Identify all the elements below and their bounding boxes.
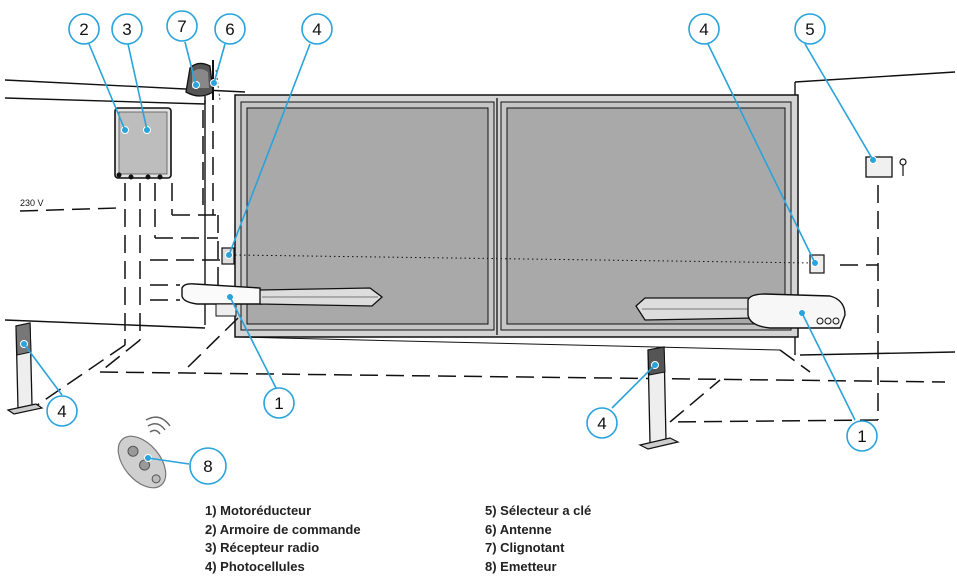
- svg-text:2: 2: [79, 20, 88, 39]
- svg-text:6: 6: [225, 20, 234, 39]
- svg-text:5: 5: [805, 20, 814, 39]
- key-selector: [865, 156, 907, 178]
- callout-7: 7: [166, 10, 198, 42]
- callout-2: 2: [68, 13, 100, 45]
- voltage-label: 230 V: [20, 198, 44, 208]
- radio-signal-icon: [145, 416, 171, 435]
- svg-text:8: 8: [203, 457, 212, 476]
- svg-text:4: 4: [57, 402, 66, 421]
- svg-text:3: 3: [122, 20, 131, 39]
- callout-4-top-right: 4: [688, 13, 720, 45]
- callout-4-center-post: 4: [586, 407, 618, 439]
- remote-transmitter: [117, 435, 167, 489]
- gear-motor-left: [181, 283, 384, 317]
- leader-lines: [23, 41, 874, 465]
- legend-item-5: 5) Sélecteur a clé: [485, 503, 592, 518]
- control-cabinet: [114, 107, 172, 180]
- svg-text:4: 4: [312, 20, 321, 39]
- photocell-left: [221, 247, 235, 265]
- callout-6: 6: [214, 13, 246, 45]
- callout-4-top-left: 4: [301, 13, 333, 45]
- legend-right: 5) Sélecteur a clé 6) Antenne 7) Clignot…: [485, 502, 591, 576]
- legend-item-7: 7) Clignotant: [485, 540, 565, 555]
- photocell-post-left: [6, 322, 44, 415]
- photocell-post-center: [638, 346, 680, 450]
- callout-3: 3: [111, 13, 143, 45]
- legend-item-3: 3) Récepteur radio: [205, 540, 320, 555]
- callout-5: 5: [794, 13, 826, 45]
- callout-1-right: 1: [846, 420, 878, 452]
- cable-routes: [19, 105, 946, 423]
- left-pillar: [4, 79, 246, 329]
- legend-left: 1) Motoréducteur 2) Armoire de commande …: [205, 502, 361, 576]
- legend-item-1: 1) Motoréducteur: [205, 503, 312, 518]
- gate-panel-right: [506, 107, 786, 325]
- svg-text:4: 4: [597, 414, 606, 433]
- callout-4-left-post: 4: [46, 395, 78, 427]
- svg-text:7: 7: [177, 17, 186, 36]
- svg-text:4: 4: [699, 20, 708, 39]
- callout-8: 8: [189, 447, 227, 485]
- gear-motor-right: [635, 293, 846, 329]
- callouts: 2 3 7 6 4 4 5 1: [46, 10, 878, 485]
- legend-item-6: 6) Antenne: [485, 521, 552, 537]
- svg-text:1: 1: [274, 394, 283, 413]
- legend-item-8: 8) Emetteur: [485, 558, 557, 574]
- legend-item-4: 4) Photocellules: [205, 558, 305, 574]
- svg-text:1: 1: [857, 427, 866, 446]
- legend-item-2: 2) Armoire de commande: [205, 521, 361, 537]
- flashing-light: [185, 62, 214, 97]
- callout-1-left: 1: [263, 387, 295, 419]
